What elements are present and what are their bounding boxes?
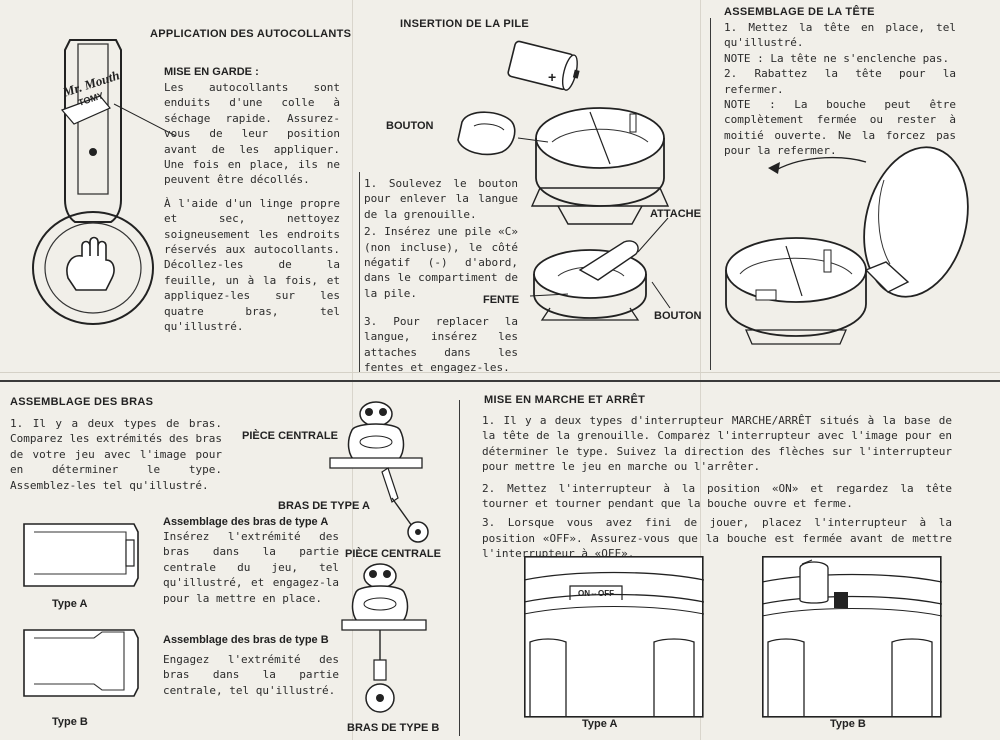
arm-type-a-label: Type A: [52, 598, 88, 610]
arms-type-a-block: Assemblage des bras de type A Insérez l'…: [163, 516, 339, 606]
switch-on-off-text: ON⇔OFF: [578, 589, 614, 598]
battery-step-1: 1. Soulevez le bouton pour enlever la la…: [364, 177, 518, 221]
power-steps-block: 1. Il y a deux types d'interrupteur MARC…: [482, 413, 952, 562]
switch-type-b-illustration: [762, 556, 942, 718]
fold-line-vertical-1: [352, 0, 353, 740]
power-step-1: 1. Il y a deux types d'interrupteur MARC…: [482, 414, 952, 474]
section-divider-head-left: [710, 18, 711, 370]
arm-type-b-label: Type B: [52, 716, 88, 728]
power-step-3: 3. Lorsque vous avez fini de jouer, plac…: [482, 516, 952, 561]
arms-type-a-title: Assemblage des bras de type A: [163, 516, 329, 528]
battery-steps-bottom: 3. Pour replacer la langue, insérez les …: [364, 314, 518, 376]
arms-type-b-block: Assemblage des bras de type B Engagez l'…: [163, 634, 339, 698]
arm-end-type-b-illustration: [23, 629, 139, 697]
stickers-warning-title: MISE EN GARDE :: [164, 66, 259, 78]
battery-step-3: 3. Pour replacer la langue, insérez les …: [364, 315, 518, 375]
head-assembly-illustration: [725, 146, 969, 345]
battery-heading: INSERTION DE LA PILE: [400, 18, 530, 30]
label-slot: FENTE: [483, 294, 520, 306]
battery-illustration: [457, 40, 671, 321]
arm-type-a-caption: BRAS DE TYPE A: [278, 500, 370, 512]
arms-type-b-title: Assemblage des bras de type B: [163, 634, 329, 646]
battery-steps-top: 1. Soulevez le bouton pour enlever la la…: [364, 176, 518, 301]
arms-type-b-text: Engagez l'extrémité des bras dans la par…: [163, 653, 339, 697]
section-divider-battery-left: [359, 172, 360, 372]
power-heading: MISE EN MARCHE ET ARRÊT: [484, 394, 646, 406]
section-divider-power-left: [459, 400, 460, 736]
label-clip: ATTACHE: [650, 208, 701, 220]
section-divider-horizontal: [0, 380, 1000, 382]
head-text-block: 1. Mettez la tête en place, tel qu'illus…: [724, 20, 956, 159]
battery-plus-mark: +: [548, 69, 557, 85]
center-piece-label-1: PIÈCE CENTRALE: [242, 430, 338, 442]
switch-type-a-label: Type A: [582, 718, 618, 730]
arms-intro-block: 1. Il y a deux types de bras. Comparez l…: [10, 416, 222, 493]
sticker-pointer-line: [113, 103, 177, 137]
head-instructions: 1. Mettez la tête en place, tel qu'illus…: [724, 21, 956, 158]
stickers-text-block: MISE EN GARDE : Les autocollants sont en…: [164, 66, 340, 335]
center-piece-arm-a-illustration: [329, 401, 429, 543]
label-button-top: BOUTON: [386, 120, 434, 132]
arms-heading: ASSEMBLAGE DES BRAS: [10, 396, 154, 408]
arms-intro: 1. Il y a deux types de bras. Comparez l…: [10, 417, 222, 492]
stickers-warning-text: Les autocollants sont enduits d'une coll…: [164, 81, 340, 187]
battery-step-2: 2. Insérez une pile «C» (non incluse), l…: [364, 225, 518, 300]
arm-end-type-a-illustration: [23, 523, 139, 587]
stickers-instruction-text: À l'aide d'un linge propre et sec, netto…: [164, 196, 340, 334]
switch-type-a-illustration: [524, 556, 704, 718]
fold-line-vertical-2: [700, 0, 701, 740]
center-piece-arm-b-illustration: [341, 563, 427, 713]
head-heading: ASSEMBLAGE DE LA TÊTE: [724, 6, 875, 18]
label-button-bottom: BOUTON: [654, 310, 702, 322]
fold-line-horizontal: [0, 372, 1000, 373]
sticker-arm-illustration: [32, 39, 154, 325]
power-step-2: 2. Mettez l'interrupteur à la position «…: [482, 481, 952, 511]
stickers-heading: APPLICATION DES AUTOCOLLANTS: [150, 28, 352, 40]
arm-type-b-caption: BRAS DE TYPE B: [347, 722, 440, 734]
center-piece-label-2: PIÈCE CENTRALE: [345, 548, 441, 560]
switch-type-b-label: Type B: [830, 718, 866, 730]
arms-type-a-text: Insérez l'extrémité des bras dans la par…: [163, 530, 339, 605]
